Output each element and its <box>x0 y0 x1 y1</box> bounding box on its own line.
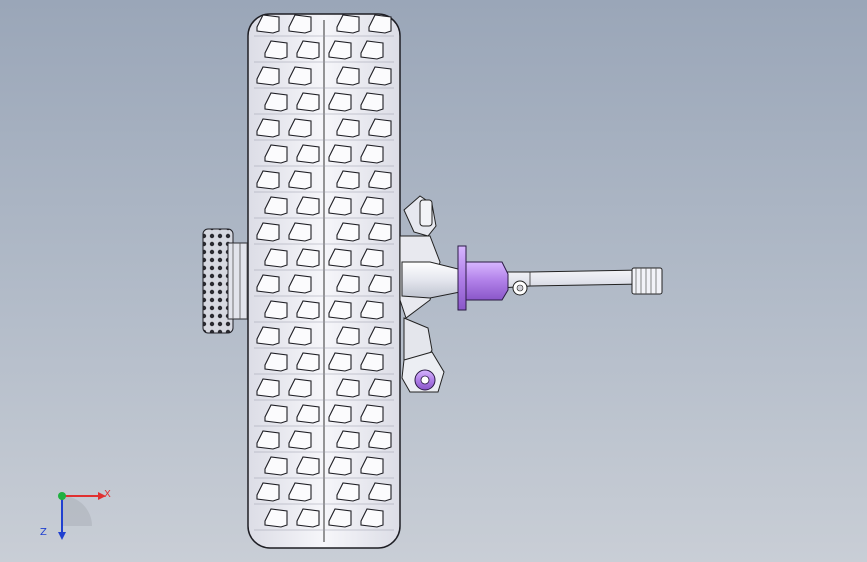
axis-x-label: X <box>104 489 111 500</box>
tread-block <box>256 430 280 450</box>
tread-block <box>288 326 312 346</box>
tread-block <box>336 482 360 502</box>
tread-block <box>368 326 392 346</box>
tread-block <box>288 66 312 86</box>
tread-block <box>360 92 384 112</box>
tread-block <box>368 274 392 294</box>
tread-block <box>256 14 280 34</box>
tread-block <box>264 352 288 372</box>
tread-block <box>336 274 360 294</box>
tread-block <box>256 378 280 398</box>
tread-block <box>328 144 352 164</box>
tread-block <box>368 170 392 190</box>
tread-block <box>264 508 288 528</box>
tread-block <box>264 456 288 476</box>
tread-block <box>296 248 320 268</box>
tread-block <box>288 222 312 242</box>
tread-block <box>360 248 384 268</box>
tread-block <box>368 430 392 450</box>
tread-block <box>368 482 392 502</box>
tread-block <box>288 274 312 294</box>
tread-block <box>328 352 352 372</box>
tread-block <box>264 300 288 320</box>
tread-block <box>360 144 384 164</box>
tread-block <box>328 456 352 476</box>
cv-joint[interactable] <box>457 245 528 311</box>
triad-axes-icon <box>58 492 106 540</box>
tread-block <box>296 456 320 476</box>
splined-shaft-end[interactable] <box>631 267 663 295</box>
tread-block <box>336 118 360 138</box>
lower-control-arm-mount[interactable] <box>401 351 445 393</box>
tread-block <box>336 222 360 242</box>
tread-block <box>296 144 320 164</box>
tread-block <box>256 170 280 190</box>
axis-z-label: Z <box>40 527 47 538</box>
tread-block <box>264 248 288 268</box>
tread-block <box>288 482 312 502</box>
tread-block <box>264 404 288 424</box>
tread-block <box>296 196 320 216</box>
tread-block <box>368 378 392 398</box>
tread-block <box>296 40 320 60</box>
tread-block <box>328 40 352 60</box>
tread-block <box>360 404 384 424</box>
tread-block <box>360 352 384 372</box>
coordinate-triad: X Z <box>40 478 120 548</box>
tread-block <box>360 40 384 60</box>
tread-block <box>368 14 392 34</box>
tread-block <box>296 508 320 528</box>
tread-block <box>328 300 352 320</box>
tread-block <box>336 66 360 86</box>
tread-block <box>336 378 360 398</box>
tread-block <box>296 352 320 372</box>
tread-block <box>336 430 360 450</box>
tread-block <box>368 118 392 138</box>
tread-block <box>296 92 320 112</box>
tread-block <box>256 118 280 138</box>
tire[interactable] <box>247 13 401 549</box>
tread-block <box>368 222 392 242</box>
tread-block <box>256 274 280 294</box>
tread-block <box>328 92 352 112</box>
tread-block <box>288 118 312 138</box>
tread-block <box>336 326 360 346</box>
tread-block <box>328 248 352 268</box>
tread-block <box>296 300 320 320</box>
tread-block <box>360 456 384 476</box>
tread-block <box>360 300 384 320</box>
tread-block <box>288 430 312 450</box>
tread-block <box>264 196 288 216</box>
tread-block <box>328 196 352 216</box>
tread-block <box>328 508 352 528</box>
tread-block <box>360 508 384 528</box>
tread-block <box>264 40 288 60</box>
tire-tread <box>254 14 394 531</box>
tread-block <box>256 66 280 86</box>
tread-block <box>288 170 312 190</box>
tread-block <box>288 378 312 398</box>
tread-block <box>336 170 360 190</box>
tread-block <box>360 196 384 216</box>
tread-block <box>264 144 288 164</box>
tread-block <box>368 66 392 86</box>
tread-block <box>296 404 320 424</box>
brake-rotor[interactable] <box>202 228 255 334</box>
tread-block <box>256 222 280 242</box>
tread-block <box>288 14 312 34</box>
tread-block <box>256 326 280 346</box>
tread-block <box>328 404 352 424</box>
tread-block <box>256 482 280 502</box>
tread-block <box>264 92 288 112</box>
tread-block <box>336 14 360 34</box>
